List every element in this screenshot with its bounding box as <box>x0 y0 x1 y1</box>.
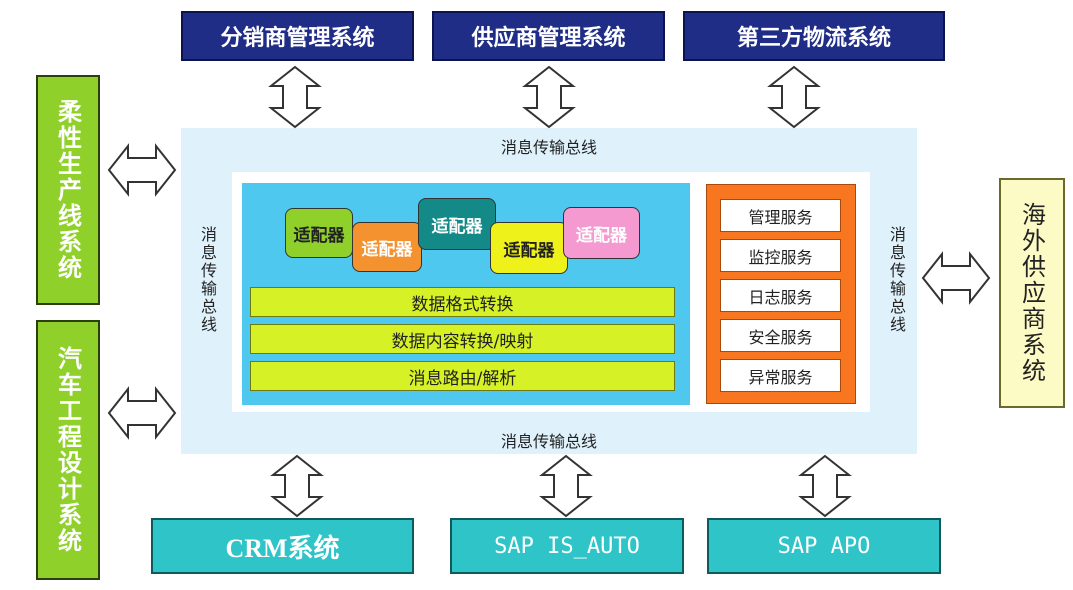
adapter-yellow: 适配器 <box>490 222 568 274</box>
double-arrow-icon <box>107 143 177 197</box>
bar-data-format: 数据格式转换 <box>250 287 675 317</box>
double-arrow-icon <box>270 454 324 518</box>
service-logging: 日志服务 <box>720 279 841 312</box>
double-arrow-icon <box>921 251 991 305</box>
service-exception: 异常服务 <box>720 359 841 392</box>
service-security: 安全服务 <box>720 319 841 352</box>
double-arrow-icon <box>539 454 593 518</box>
adapter-pink: 适配器 <box>563 207 640 259</box>
adapter-orange: 适配器 <box>352 222 422 272</box>
bottom-system-crm: CRM系统 <box>151 518 414 574</box>
bus-label-bottom: 消息传输总线 <box>500 432 597 451</box>
left-system-auto-engineering: 汽车工程设计系统 <box>36 320 100 580</box>
top-system-logistics: 第三方物流系统 <box>683 11 945 61</box>
double-arrow-icon <box>522 65 576 129</box>
right-system-overseas-supplier: 海外供应商系统 <box>999 178 1065 408</box>
adapter-teal: 适配器 <box>418 198 496 250</box>
adapter-green: 适配器 <box>285 208 353 258</box>
bus-label-right: 消息传输总线 <box>887 226 906 334</box>
double-arrow-icon <box>767 65 821 129</box>
bar-message-routing: 消息路由/解析 <box>250 361 675 391</box>
double-arrow-icon <box>268 65 322 129</box>
left-system-flexible-line: 柔性生产线系统 <box>36 75 100 305</box>
double-arrow-icon <box>798 454 852 518</box>
bottom-system-sap-apo: SAP APO <box>707 518 941 574</box>
top-system-distributor: 分销商管理系统 <box>181 11 414 61</box>
bar-data-content: 数据内容转换/映射 <box>250 324 675 354</box>
bottom-system-sap-is-auto: SAP IS_AUTO <box>450 518 684 574</box>
service-management: 管理服务 <box>720 199 841 232</box>
bus-label-left: 消息传输总线 <box>198 226 217 334</box>
service-monitoring: 监控服务 <box>720 239 841 272</box>
top-system-supplier: 供应商管理系统 <box>432 11 665 61</box>
double-arrow-icon <box>107 386 177 440</box>
bus-label-top: 消息传输总线 <box>500 138 597 157</box>
